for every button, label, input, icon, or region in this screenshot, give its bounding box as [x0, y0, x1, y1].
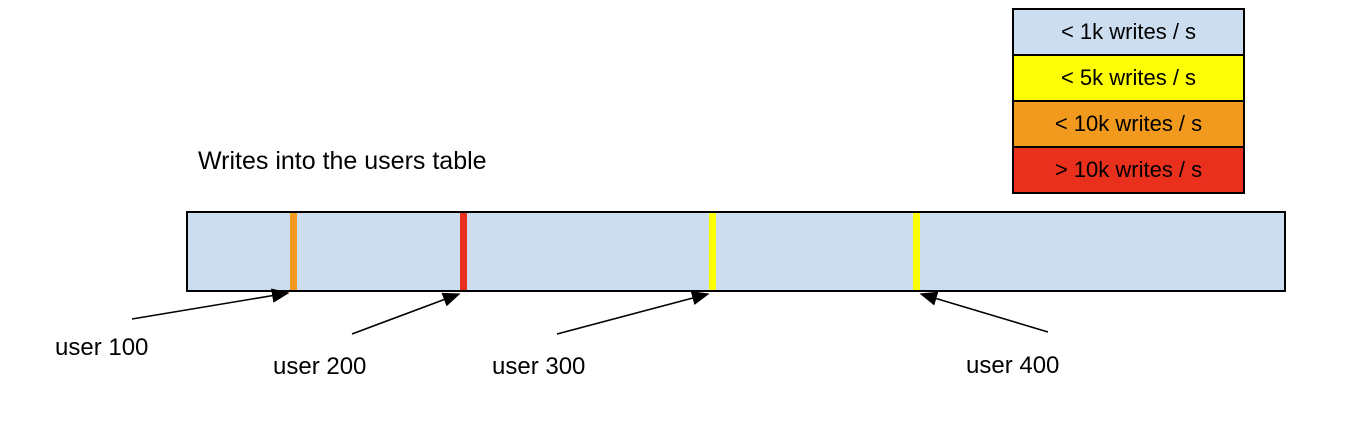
user-300-label: user 300 — [492, 353, 586, 380]
arrow-user-300 — [556, 291, 710, 335]
diagram-title: Writes into the users table — [198, 147, 487, 175]
legend-item-label: > 10k writes / s — [1054, 157, 1203, 182]
user-200-label: user 200 — [273, 353, 367, 380]
legend-item-label: < 10k writes / s — [1054, 111, 1203, 136]
legend-item-under-5k: < 5k writes / s — [1012, 54, 1245, 102]
legend-item-label: < 5k writes / s — [1060, 65, 1197, 90]
write-hotspot-marker-user-400 — [913, 213, 920, 290]
write-hotspot-marker-user-300 — [709, 213, 716, 290]
legend-item-under-1k: < 1k writes / s — [1012, 8, 1245, 56]
legend-item-under-10k: < 10k writes / s — [1012, 100, 1245, 148]
user-100-label: user 100 — [55, 334, 149, 361]
write-hotspot-marker-user-200 — [460, 213, 467, 290]
user-400-label: user 400 — [966, 352, 1060, 379]
write-hotspot-marker-user-100 — [290, 213, 297, 290]
arrow-user-400 — [919, 291, 1049, 333]
arrow-user-200 — [351, 292, 461, 335]
legend-item-label: < 1k writes / s — [1060, 19, 1197, 44]
users-table-bar — [186, 211, 1286, 292]
legend: < 1k writes / s < 5k writes / s < 10k wr… — [1012, 8, 1245, 194]
arrow-user-100 — [131, 288, 290, 320]
legend-item-over-10k: > 10k writes / s — [1012, 146, 1245, 194]
